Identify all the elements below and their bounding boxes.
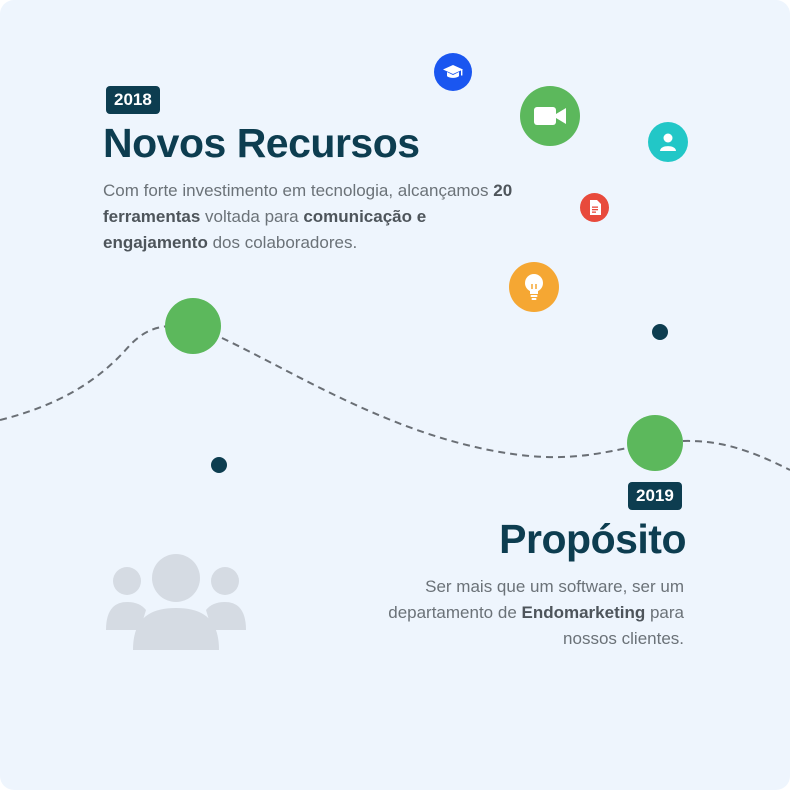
video-camera-icon	[520, 86, 580, 146]
milestone-description-2019: Ser mais que um software, ser um departa…	[388, 577, 684, 648]
people-group-icon	[100, 550, 250, 660]
lightbulb-icon	[509, 262, 559, 312]
user-icon	[648, 122, 688, 162]
year-badge-2018: 2018	[106, 86, 160, 114]
milestone-title-2019: Propósito	[499, 516, 686, 562]
timeline-dot	[211, 457, 227, 473]
milestone-description-2018: Com forte investimento em tecnologia, al…	[103, 181, 513, 252]
timeline-dot	[652, 324, 668, 340]
graduation-cap-icon	[434, 53, 472, 91]
timeline-node-2018	[165, 298, 221, 354]
document-icon	[580, 193, 609, 222]
milestone-title-2018: Novos Recursos	[103, 120, 420, 166]
timeline-node-2019	[627, 415, 683, 471]
year-badge-2019: 2019	[628, 482, 682, 510]
